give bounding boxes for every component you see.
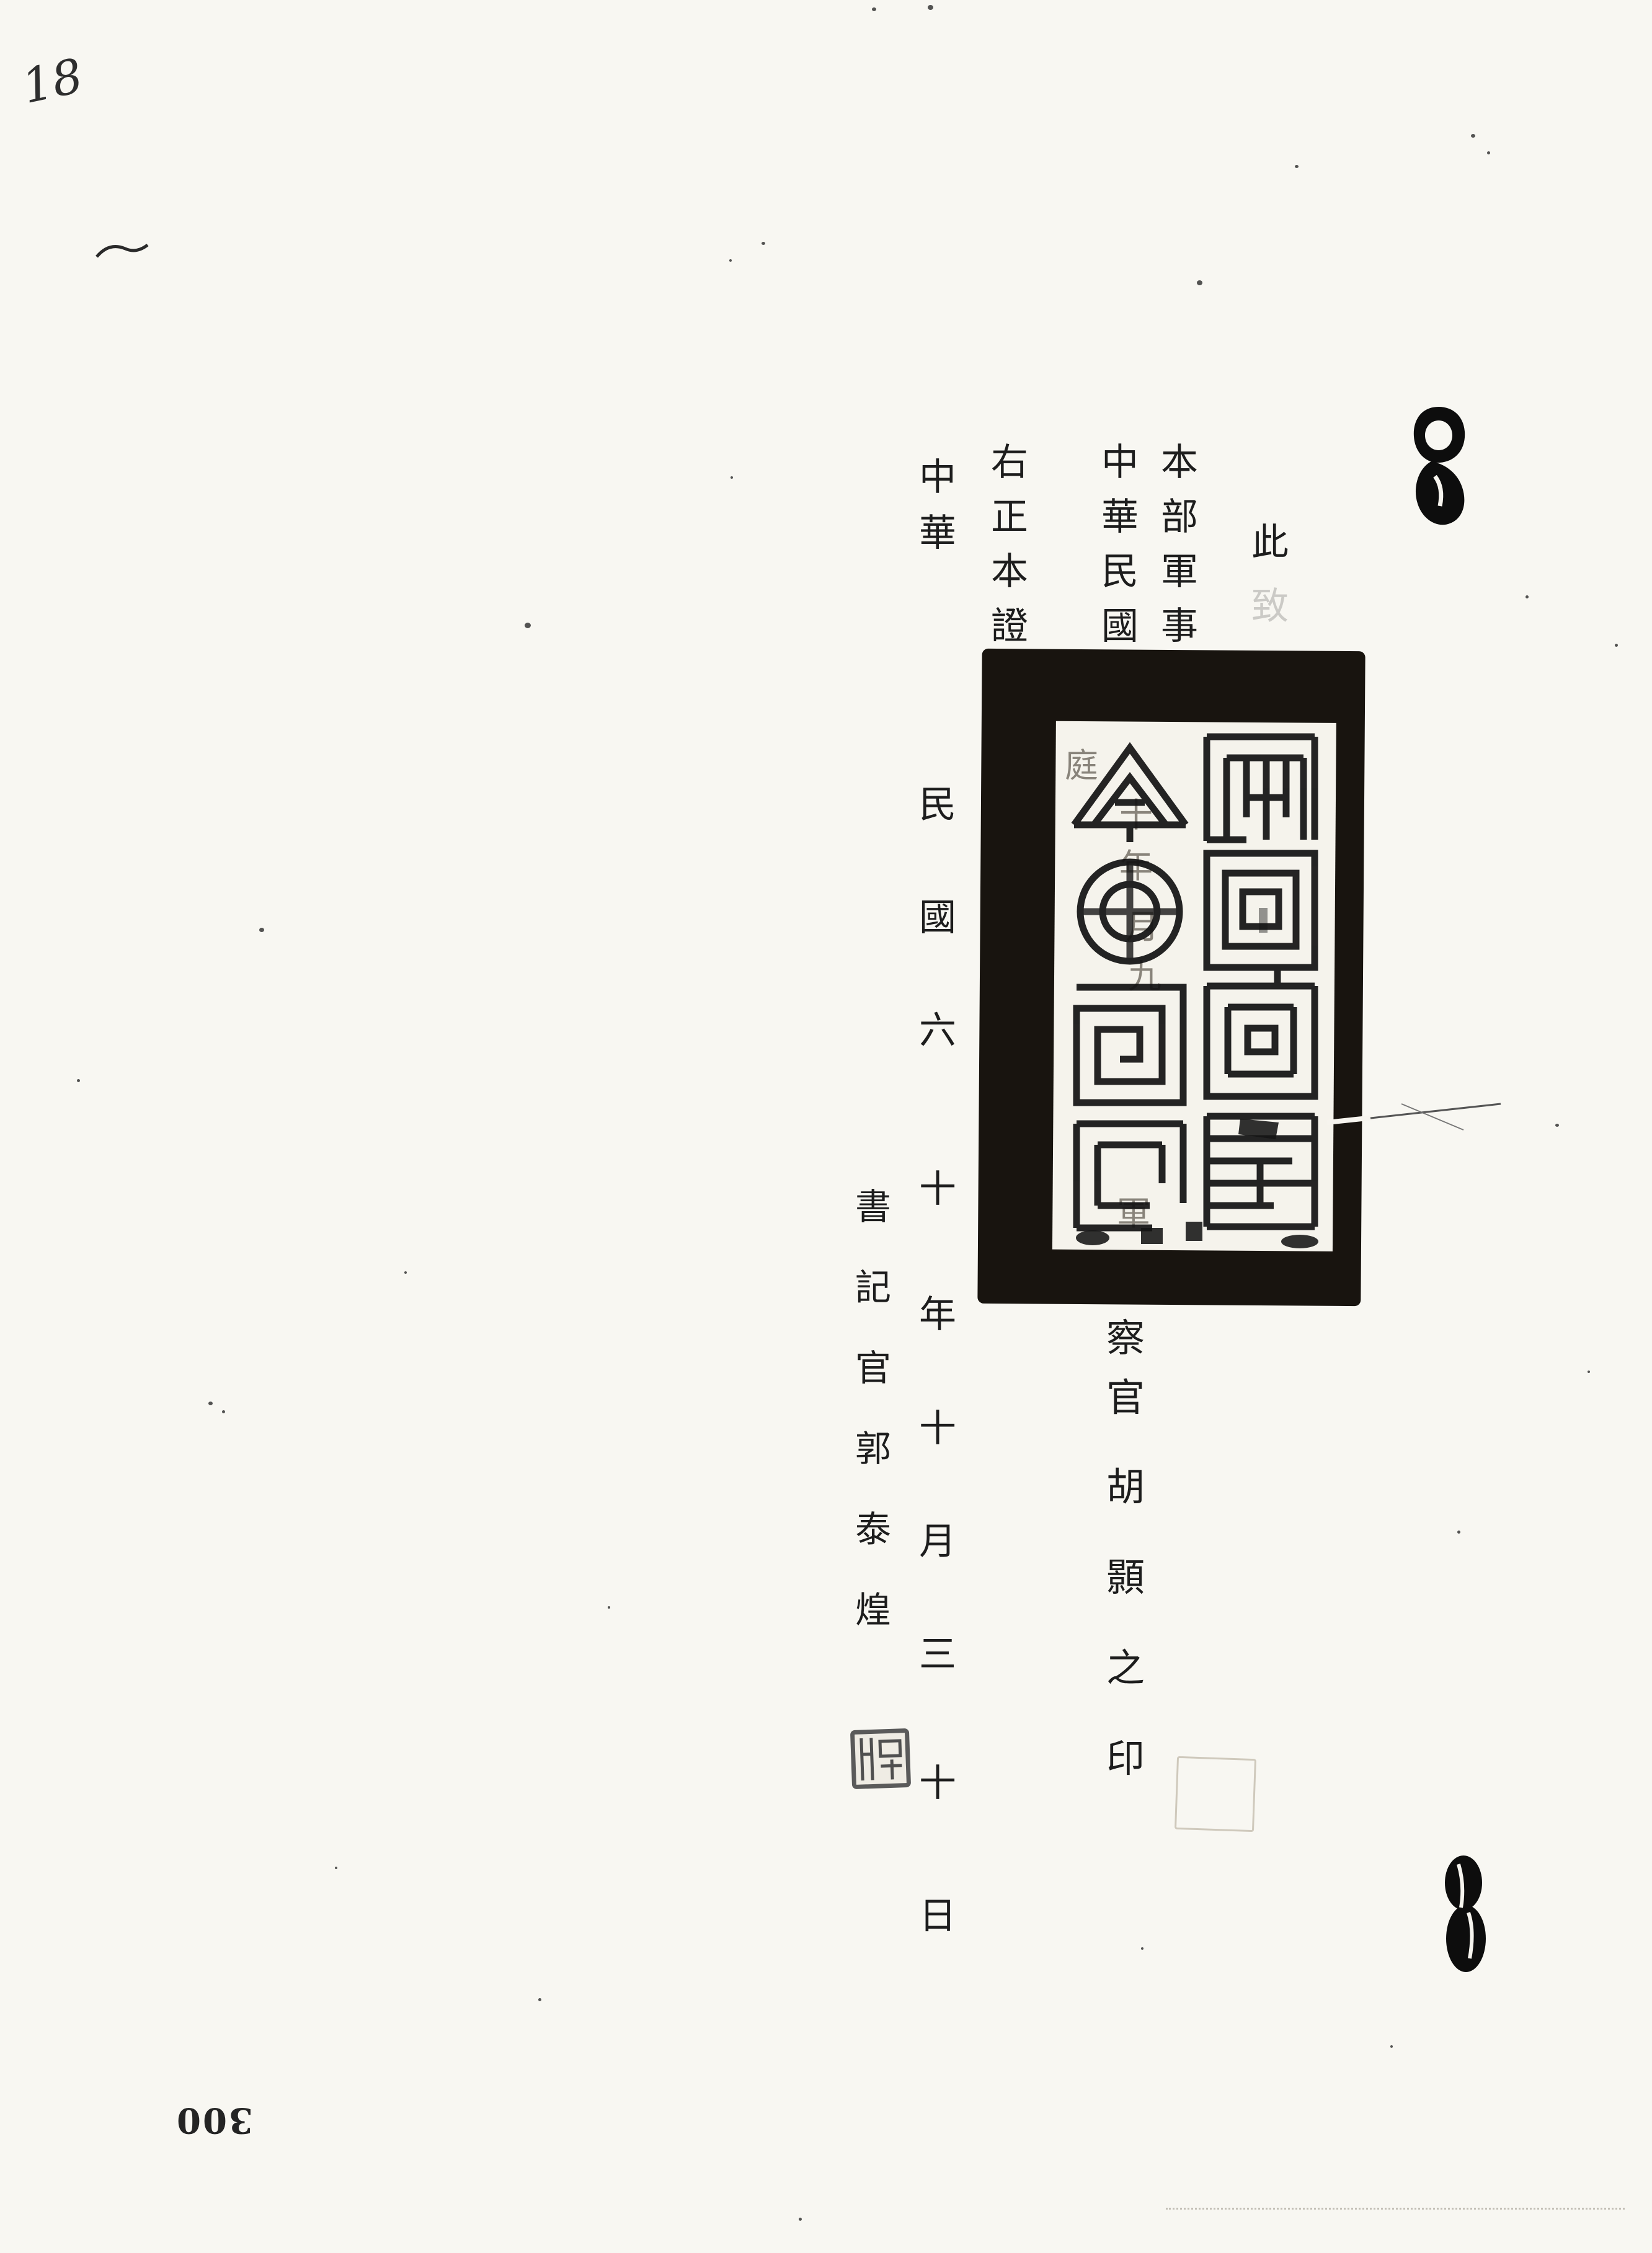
faint-dotted-line xyxy=(1166,2208,1625,2210)
officer-name-seal-column-glyph: 印 xyxy=(1106,1738,1145,1780)
era-line-column-glyph: 國 xyxy=(1101,606,1139,647)
issue-date-column-glyph: 十 xyxy=(919,1763,956,1804)
ink-speck xyxy=(335,1867,337,1869)
ink-speck xyxy=(538,1998,541,2001)
crease-line xyxy=(1326,1103,1501,1131)
ink-speck xyxy=(1487,151,1490,154)
issue-date-column-glyph: 十 xyxy=(919,1408,956,1449)
officer-name-seal-column-glyph: 胡 xyxy=(1106,1467,1145,1509)
officer-title-top-column-glyph: 部 xyxy=(1161,497,1198,538)
officer-title-top-column-glyph: 事 xyxy=(1161,606,1198,647)
issue-date-column-glyph: 六 xyxy=(919,1010,956,1051)
era-line-column-glyph: 民 xyxy=(1101,551,1139,592)
ink-speck xyxy=(77,1079,80,1082)
ink-speck xyxy=(928,5,933,10)
ink-speck xyxy=(404,1271,407,1274)
ink-speck xyxy=(872,7,876,11)
ink-speck xyxy=(762,242,765,245)
faint-pencil-square xyxy=(1174,1756,1257,1833)
ink-speck xyxy=(1295,165,1299,168)
seal-script-impression-icon xyxy=(1071,733,1318,1248)
closing-phrase-column-glyph: 致 xyxy=(1251,586,1289,627)
certified-copy-column-glyph: 右 xyxy=(991,442,1028,483)
issue-date-column-glyph: 國 xyxy=(919,897,956,938)
ink-speck xyxy=(608,1606,610,1609)
clerk-signature-column-glyph: 官 xyxy=(855,1348,891,1389)
issue-date-column-glyph: 年 xyxy=(919,1294,956,1335)
issue-date-column-glyph: 民 xyxy=(919,784,956,825)
ink-speck xyxy=(1457,1531,1460,1534)
officer-name-seal-column-glyph: 之 xyxy=(1106,1648,1145,1690)
ink-speck xyxy=(525,623,531,628)
ink-speck xyxy=(1525,595,1529,598)
clerk-signature-column-glyph: 書 xyxy=(855,1187,891,1227)
issue-date-column-glyph: 月 xyxy=(919,1521,956,1562)
inverted-page-number: 300 xyxy=(175,2100,253,2141)
clerk-signature-column-glyph: 泰 xyxy=(855,1509,891,1550)
issue-date-column-glyph: 十 xyxy=(919,1169,956,1210)
certified-copy-column-glyph: 正 xyxy=(991,497,1028,538)
certified-copy-column-glyph: 證 xyxy=(991,606,1028,647)
ink-speck xyxy=(1141,1947,1144,1950)
ink-speck xyxy=(1615,644,1618,647)
ink-speck xyxy=(1588,1371,1590,1373)
ink-speck xyxy=(208,1402,213,1405)
binding-ink-blob-bottom xyxy=(1445,1855,1486,1972)
issue-date-column-glyph: 中 xyxy=(919,457,956,498)
ink-speck xyxy=(1555,1124,1559,1127)
officer-name-seal-column-glyph: 顥 xyxy=(1106,1557,1145,1599)
ink-speck xyxy=(1390,2045,1393,2048)
ink-speck xyxy=(222,1410,225,1413)
ink-speck xyxy=(799,2218,802,2221)
seal-overlap-fragment-glyph: 庭 xyxy=(1065,747,1098,784)
ink-speck xyxy=(731,476,733,479)
clerk-seal-stamp xyxy=(850,1728,911,1789)
clerk-signature-column-glyph: 煌 xyxy=(855,1590,891,1630)
closing-phrase-column-glyph: 此 xyxy=(1251,522,1289,563)
era-line-column-glyph: 華 xyxy=(1101,497,1139,538)
officer-title-top-column-glyph: 本 xyxy=(1161,442,1198,483)
officer-title-top-column-glyph: 軍 xyxy=(1161,551,1198,592)
officer-name-seal-column-glyph: 官 xyxy=(1106,1377,1145,1420)
clerk-signature-column-glyph: 郭 xyxy=(855,1429,891,1469)
clerk-signature-column-glyph: 記 xyxy=(855,1268,891,1308)
ink-speck xyxy=(729,259,732,262)
era-line-column-glyph: 中 xyxy=(1101,442,1139,483)
issue-date-column-glyph: 三 xyxy=(919,1634,956,1675)
officer-name-seal-column-glyph: 察 xyxy=(1106,1318,1145,1360)
pen-squiggle-mark xyxy=(95,243,149,258)
ink-speck xyxy=(1471,134,1475,138)
ink-speck xyxy=(259,928,264,932)
issue-date-column-glyph: 日 xyxy=(919,1896,956,1937)
ink-speck xyxy=(1197,280,1202,285)
certified-copy-column-glyph: 本 xyxy=(991,551,1028,592)
issue-date-column-glyph: 華 xyxy=(919,513,956,554)
binding-ink-blob-top xyxy=(1413,407,1465,525)
